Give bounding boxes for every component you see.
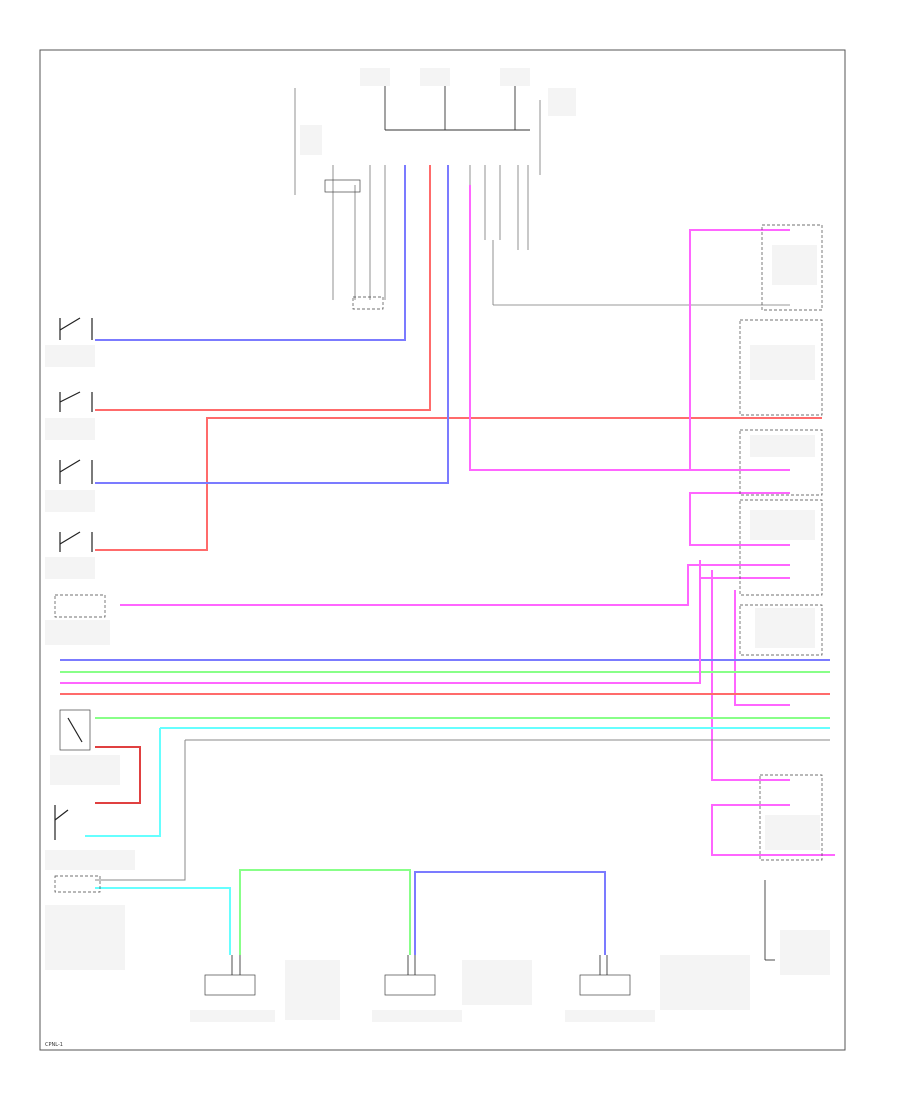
wire-cyan-2 (85, 728, 161, 837)
wire-magenta-8 (734, 590, 790, 706)
wire-gray-2 (95, 740, 186, 881)
wire-magenta-1 (469, 185, 790, 471)
switch-4 (45, 531, 95, 579)
footer-code: CPNL-1 (45, 1042, 63, 1048)
switch-3 (45, 459, 95, 512)
connector-pins (324, 165, 529, 310)
left-connector-bottom (45, 875, 125, 970)
right-module-6 (759, 774, 823, 861)
top-junction-block (294, 68, 790, 310)
wire-blue-1 (95, 165, 406, 341)
wire-cyan-3 (95, 887, 231, 955)
wire-magenta-2 (120, 564, 790, 606)
right-module-3 (739, 429, 823, 496)
wire-magenta-bus (60, 570, 701, 684)
ground-4 (764, 880, 830, 975)
wire-red-3 (95, 746, 141, 804)
sensor-module-left (45, 594, 110, 645)
wire-magenta-7 (711, 804, 835, 856)
wire-magenta-3 (689, 229, 790, 470)
right-module-1 (761, 224, 823, 311)
wire-magenta-5 (699, 560, 790, 579)
wire-blue-2 (95, 165, 449, 484)
wire-green-3 (239, 869, 411, 955)
wire-blue-3 (414, 871, 606, 955)
right-module-2 (739, 319, 823, 416)
relay-left (50, 709, 120, 785)
ground-1 (190, 955, 340, 1022)
ground-2 (372, 955, 532, 1022)
wire-magenta-6 (711, 570, 790, 781)
diagram-frame (39, 49, 846, 1051)
wire-red-1 (95, 165, 431, 411)
switch-2 (45, 391, 95, 440)
fuel-sender (45, 805, 135, 870)
switch-1 (45, 317, 95, 367)
right-module-5 (739, 604, 823, 656)
ground-3 (565, 955, 750, 1022)
right-module-4 (739, 499, 823, 596)
